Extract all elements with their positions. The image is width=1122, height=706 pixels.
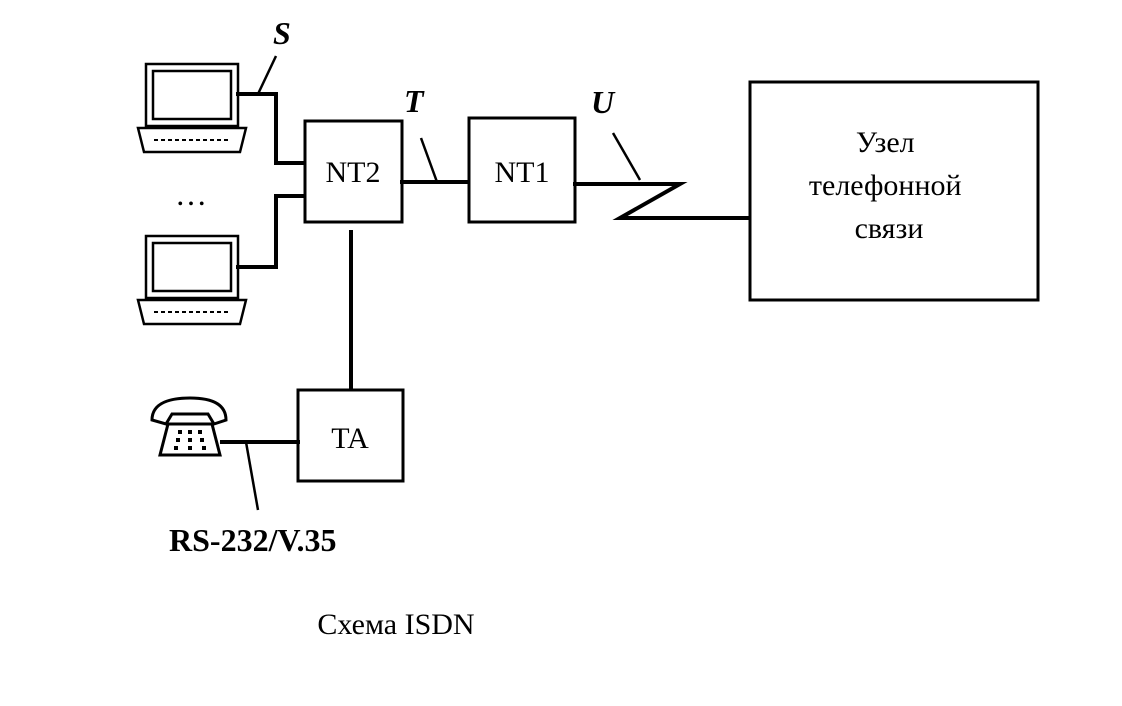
u-reference-tick bbox=[611, 132, 642, 181]
label-s: S bbox=[273, 15, 291, 51]
ta-block: TA bbox=[296, 388, 405, 483]
diagram-caption: Схема ISDN bbox=[317, 608, 474, 641]
s-bus-wires bbox=[236, 92, 307, 269]
label-u: U bbox=[591, 84, 616, 120]
label-t: T bbox=[404, 83, 425, 119]
t-reference-tick bbox=[419, 137, 439, 183]
telephone-icon bbox=[150, 396, 228, 457]
svg-text:Узел телефонной св: Узел телефонной связи bbox=[809, 126, 969, 245]
u-line bbox=[573, 182, 752, 220]
exchange-label-line-3: связи bbox=[855, 212, 924, 245]
laptop-icon bbox=[136, 234, 248, 326]
exchange-label-line-2: телефонной bbox=[809, 169, 962, 202]
laptop-icon bbox=[136, 62, 248, 154]
exchange-block: Узел телефонной связи bbox=[748, 80, 1040, 302]
rs232-reference-tick bbox=[244, 441, 260, 511]
nt2-label: NT2 bbox=[326, 156, 381, 189]
ta-label: TA bbox=[331, 422, 369, 455]
s-reference-tick bbox=[256, 55, 278, 95]
nt1-label: NT1 bbox=[495, 156, 550, 189]
exchange-label-line-1: Узел bbox=[856, 126, 915, 159]
rs232-label: RS-232/V.35 bbox=[169, 522, 336, 558]
nt2-block: NT2 bbox=[303, 119, 404, 224]
ellipsis: … bbox=[175, 176, 207, 212]
nt1-block: NT1 bbox=[467, 116, 577, 224]
